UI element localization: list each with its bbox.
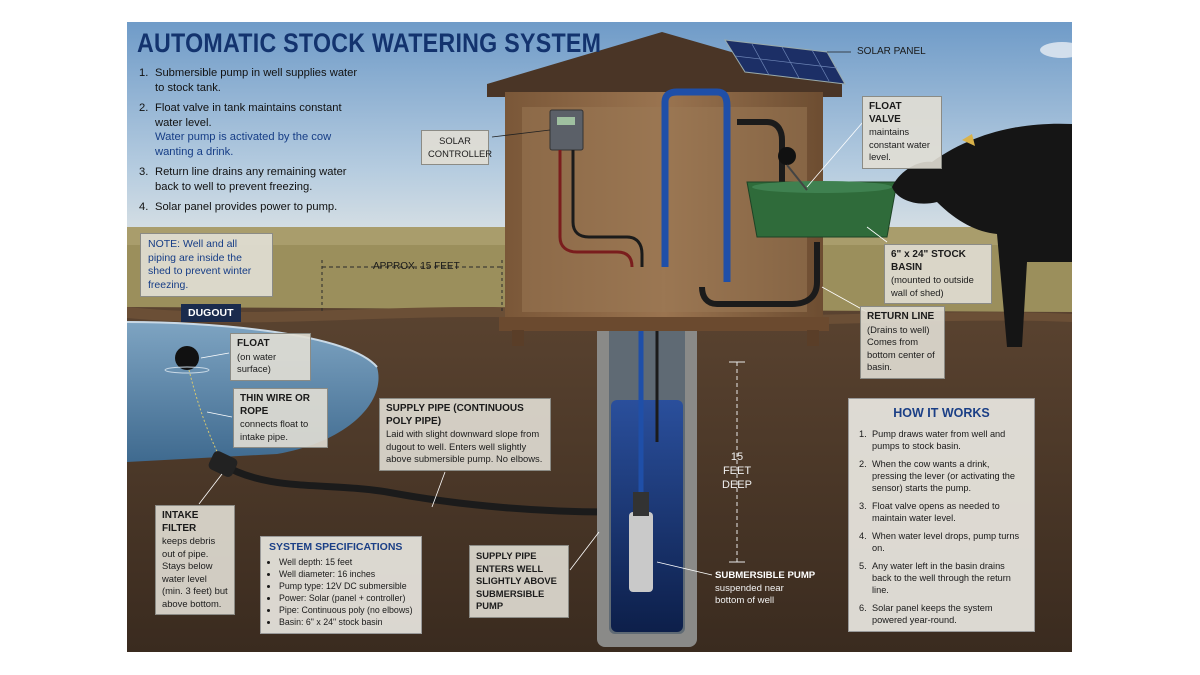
return-pipe bbox=[699, 242, 820, 307]
supply-pipe-text: Laid with slight downward slope from dug… bbox=[386, 428, 543, 464]
how-item-text: When water level drops, pump turns on. bbox=[872, 531, 1020, 553]
how-item-number: 2. bbox=[859, 459, 867, 469]
how-item: 1. Pump draws water from well and pumps t… bbox=[859, 428, 1024, 452]
intake-filter-icon bbox=[208, 451, 238, 477]
intake-filter-title: INTAKE FILTER bbox=[162, 510, 199, 534]
step-number: 2. bbox=[139, 102, 149, 114]
step-number: 3. bbox=[139, 166, 149, 178]
float-valve-text: maintains constant water level. bbox=[869, 126, 930, 162]
return-line-title: RETURN LINE bbox=[867, 311, 935, 322]
supply-enters-label: SUPPLY PIPE ENTERS WELL SLIGHTLY ABOVE S… bbox=[469, 545, 569, 618]
cow-icon bbox=[892, 123, 1072, 347]
supply-pipe-label: SUPPLY PIPE (CONTINUOUS POLY PIPE) Laid … bbox=[379, 398, 551, 471]
how-item-text: Any water left in the basin drains back … bbox=[872, 561, 1011, 595]
specs-title: SYSTEM SPECIFICATIONS bbox=[269, 541, 403, 553]
freeze-note: NOTE: Well and all piping are inside the… bbox=[140, 233, 273, 297]
wire-title: THIN WIRE OR ROPE bbox=[240, 393, 310, 417]
specs-list: Well depth: 15 feet Well diameter: 16 in… bbox=[269, 556, 413, 628]
stock-basin-label: 6" x 24" STOCK BASIN (mounted to outside… bbox=[884, 244, 992, 304]
how-item-number: 4. bbox=[859, 531, 867, 541]
how-item-text: When the cow wants a drink, pressing the… bbox=[872, 459, 1015, 493]
return-line-label: RETURN LINE (Drains to well) Comes from … bbox=[860, 306, 945, 379]
submersible-pump-text: suspended near bottom of well bbox=[715, 582, 784, 607]
intake-filter-label: INTAKE FILTER keeps debris out of pipe. … bbox=[155, 505, 235, 615]
how-item: 3. Float valve opens as needed to maintai… bbox=[859, 500, 1024, 524]
float-ball-icon bbox=[175, 346, 199, 370]
solar-controller-text: SOLAR CONTROLLER bbox=[428, 135, 493, 159]
depth-text: 15 FEET bbox=[722, 451, 752, 477]
return-line-text: (Drains to well) bbox=[867, 323, 930, 335]
power-wire bbox=[558, 150, 634, 268]
how-item-number: 5. bbox=[859, 561, 867, 571]
how-item-text: Float valve opens as needed to maintain … bbox=[872, 501, 1000, 523]
how-it-works-title: HOW IT WORKS bbox=[893, 406, 990, 420]
step-text: Solar panel provides power to pump. bbox=[155, 201, 338, 213]
how-it-works: HOW IT WORKS 1. Pump draws water from wel… bbox=[848, 398, 1035, 632]
how-item: 5. Any water left in the basin drains bac… bbox=[859, 560, 1024, 596]
intake-filter-text: keeps debris out of pipe. Stays below wa… bbox=[162, 535, 228, 609]
spec-item: Well diameter: 16 inches bbox=[279, 568, 413, 580]
step-number: 1. bbox=[139, 67, 149, 79]
submersible-pump-icon bbox=[629, 512, 653, 592]
how-item: 2. When the cow wants a drink, pressing t… bbox=[859, 458, 1024, 494]
spec-item: Pipe: Continuous poly (no elbows) bbox=[279, 604, 413, 616]
step-text: Float valve in tank maintains constant w… bbox=[155, 102, 342, 129]
float-title: FLOAT bbox=[237, 338, 270, 349]
depth-text: DEEP bbox=[722, 479, 752, 491]
step-note: Water pump is activated by the cow wanti… bbox=[155, 131, 332, 158]
how-item-text: Pump draws water from well and pumps to … bbox=[872, 429, 1006, 451]
supply-enters-text: SUPPLY PIPE ENTERS WELL SLIGHTLY ABOVE S… bbox=[476, 550, 557, 611]
float-valve-title: FLOAT VALVE bbox=[869, 101, 902, 125]
spec-item: Well depth: 15 feet bbox=[279, 556, 413, 568]
how-it-works-list: 1. Pump draws water from well and pumps t… bbox=[859, 428, 1024, 626]
step-item: 4. Solar panel provides power to pump. bbox=[139, 200, 359, 215]
shed-supply-pipe bbox=[661, 88, 731, 282]
submersible-pump-label: SUBMERSIBLE PUMP suspended near bottom o… bbox=[715, 570, 815, 608]
step-number: 4. bbox=[139, 201, 149, 213]
how-item-number: 6. bbox=[859, 603, 867, 613]
how-item: 4. When water level drops, pump turns on. bbox=[859, 530, 1024, 554]
spec-item: Power: Solar (panel + controller) bbox=[279, 592, 413, 604]
how-item-number: 1. bbox=[859, 429, 867, 439]
page-title: AUTOMATIC STOCK WATERING SYSTEM bbox=[137, 28, 602, 58]
float-valve-ball bbox=[778, 147, 796, 165]
dugout-label: DUGOUT bbox=[181, 304, 241, 322]
float-label: FLOAT (on water surface) bbox=[230, 333, 311, 381]
system-specifications: SYSTEM SPECIFICATIONS Well depth: 15 fee… bbox=[260, 536, 422, 634]
stock-basin-text: (mounted to outside wall of shed) bbox=[891, 274, 974, 298]
float-valve-label: FLOAT VALVE maintains constant water lev… bbox=[862, 96, 942, 169]
diagram-scene: AUTOMATIC STOCK WATERING SYSTEM 1. Submer… bbox=[127, 22, 1072, 652]
supply-pipe-title: SUPPLY PIPE (CONTINUOUS POLY PIPE) bbox=[386, 403, 524, 427]
steps-list: 1. Submersible pump in well supplies wate… bbox=[139, 66, 359, 221]
step-item: 2. Float valve in tank maintains constant… bbox=[139, 101, 359, 159]
how-item: 6. Solar panel keeps the system powered y… bbox=[859, 602, 1024, 626]
return-line-text: Comes from bottom center of basin. bbox=[867, 336, 935, 372]
step-text: Return line drains any remaining water b… bbox=[155, 166, 347, 193]
depth-label: 15 FEET DEEP bbox=[717, 450, 757, 492]
how-item-number: 3. bbox=[859, 501, 867, 511]
step-item: 1. Submersible pump in well supplies wate… bbox=[139, 66, 359, 95]
solar-controller-label: SOLAR CONTROLLER bbox=[421, 130, 493, 165]
shed-roof bbox=[487, 32, 842, 97]
spec-item: Pump type: 12V DC submersible bbox=[279, 580, 413, 592]
distance-label: APPROX. 15 FEET bbox=[373, 261, 460, 272]
float-text: (on water surface) bbox=[237, 350, 277, 375]
stock-basin-title: 6" x 24" STOCK BASIN bbox=[891, 249, 966, 273]
step-text: Submersible pump in well supplies water … bbox=[155, 67, 358, 94]
how-item-text: Solar panel keeps the system powered yea… bbox=[872, 603, 993, 625]
wire-label: THIN WIRE OR ROPE connects float to inta… bbox=[233, 388, 328, 448]
solar-controller-icon bbox=[549, 109, 584, 151]
step-item: 3. Return line drains any remaining water… bbox=[139, 165, 359, 194]
submersible-pump-title: SUBMERSIBLE PUMP bbox=[715, 570, 816, 581]
cloud bbox=[1040, 42, 1072, 58]
solar-panel-label: SOLAR PANEL bbox=[857, 46, 926, 57]
spec-item: Basin: 6" x 24" stock basin bbox=[279, 616, 413, 628]
wire-text: connects float to intake pipe. bbox=[240, 418, 309, 442]
